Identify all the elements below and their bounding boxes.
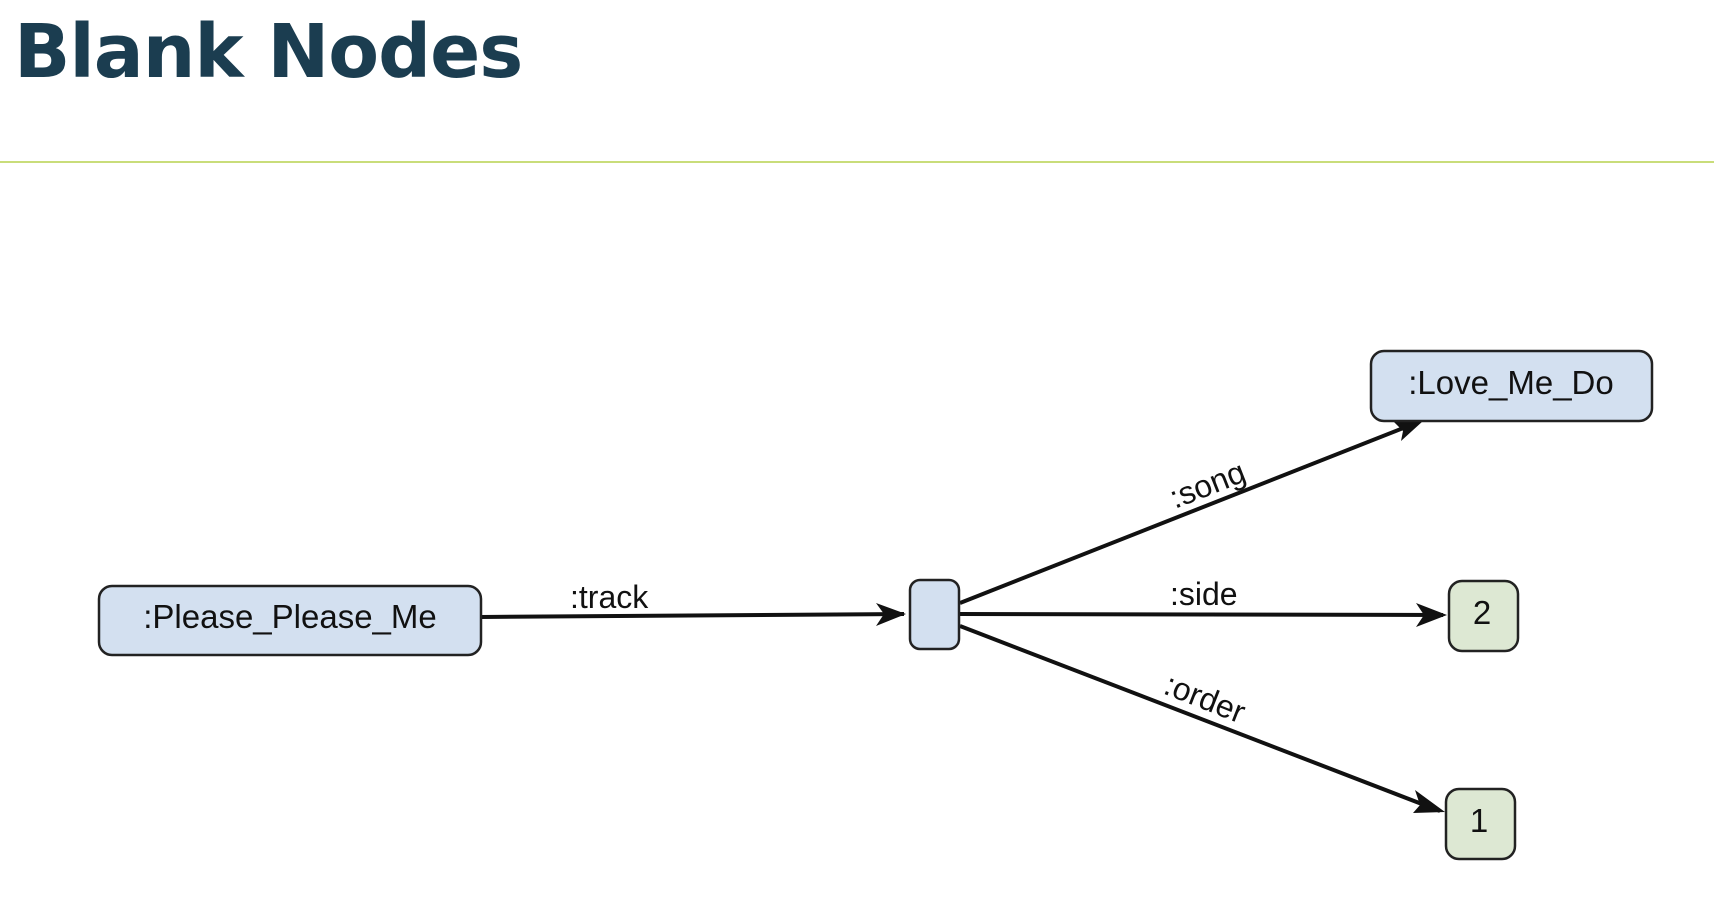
arrowhead-icon [876, 603, 906, 626]
node-label-song: :Love_Me_Do [1408, 364, 1613, 401]
arrowhead-icon [1393, 421, 1423, 441]
node-label-subject: :Please_Please_Me [143, 598, 437, 635]
arrowhead-icon [1413, 790, 1445, 813]
slide-title: Blank Nodes [14, 9, 523, 95]
node-please-please-me[interactable]: :Please_Please_Me [97, 584, 483, 657]
edge-label-side: :side [1170, 576, 1238, 612]
edge-side: :side [959, 576, 1447, 627]
title-divider [0, 161, 1714, 163]
node-love-me-do[interactable]: :Love_Me_Do [1369, 349, 1654, 423]
literal-node-side[interactable]: 2 [1447, 579, 1520, 653]
edge-label-track: :track [570, 579, 649, 615]
node-label-side-value: 2 [1473, 594, 1491, 631]
arrowhead-icon [1416, 603, 1447, 627]
blank-node[interactable] [908, 578, 961, 651]
literal-node-order[interactable]: 1 [1444, 787, 1517, 861]
edge-track: :track [480, 579, 906, 626]
edge-order: :order [959, 624, 1445, 813]
node-label-order-value: 1 [1470, 802, 1488, 839]
